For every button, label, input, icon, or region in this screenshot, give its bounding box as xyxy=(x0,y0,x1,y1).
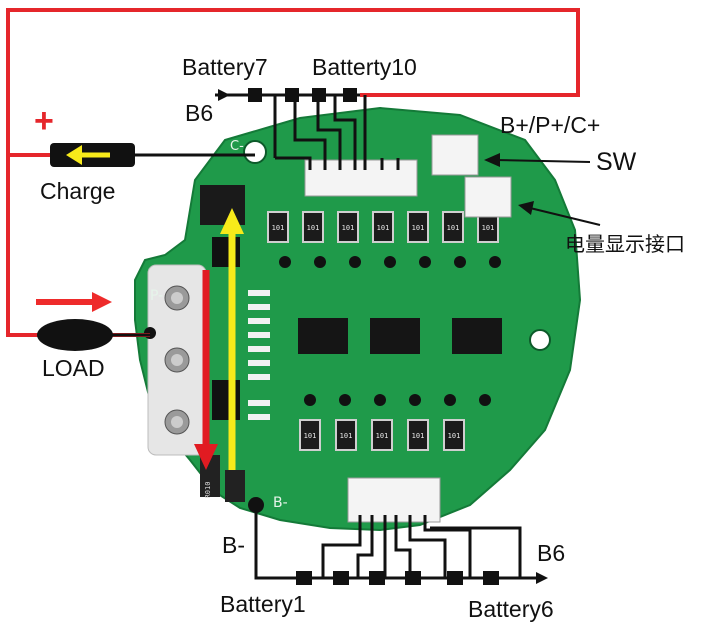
resistor-value-label: 101 xyxy=(377,224,390,232)
battery7-label: Battery7 xyxy=(182,54,268,80)
b6-bottom-arrow xyxy=(536,572,548,584)
resistor-value-label: 101 xyxy=(412,224,425,232)
resistor-value-label: 101 xyxy=(304,432,317,440)
display-connector xyxy=(464,176,512,218)
mosfet xyxy=(212,380,240,420)
mosfet xyxy=(200,185,245,225)
b-minus-silk: B- xyxy=(273,495,288,511)
resistor-value-label: 101 xyxy=(447,224,460,232)
ic-chip xyxy=(452,318,502,354)
smd-resistor xyxy=(267,211,289,243)
shunt-label: R010 xyxy=(204,482,212,499)
charge-connector xyxy=(50,143,135,167)
shunt-resistor xyxy=(225,470,245,502)
red-wiring xyxy=(6,8,580,337)
load-label: LOAD xyxy=(42,355,105,381)
resistor-value-label: 101 xyxy=(307,224,320,232)
smd-resistor xyxy=(299,419,321,451)
discharge-current-arrow xyxy=(194,270,218,470)
b6-bottom-label: B6 xyxy=(537,540,566,566)
load-connector xyxy=(37,319,113,351)
resistor-row-bottom: 101 101 101 101 101 xyxy=(299,419,465,451)
smd-resistor xyxy=(442,211,464,243)
sw-label: SW xyxy=(596,148,637,176)
smd-resistor xyxy=(443,419,465,451)
resistor-value-label: 101 xyxy=(412,432,425,440)
resistor-value-label: 101 xyxy=(272,224,285,232)
resistor-value-label: 101 xyxy=(342,224,355,232)
top-battery-wiring xyxy=(110,93,400,337)
resistor-value-label: 101 xyxy=(340,432,353,440)
smd-resistor xyxy=(337,211,359,243)
resistor-row-top: 101 101 101 101 101 101 101 xyxy=(267,211,499,243)
balance-connector-top xyxy=(304,159,418,197)
mosfet xyxy=(212,237,240,267)
battery6-label: Battery6 xyxy=(468,596,554,622)
battery1-label: Battery1 xyxy=(220,591,306,617)
b6-top-label: B6 xyxy=(185,100,214,126)
bpc-label: B+/P+/C+ xyxy=(500,112,601,138)
battery10-label: Batterty10 xyxy=(312,54,417,80)
smd-resistor xyxy=(407,419,429,451)
ic-chip xyxy=(298,318,348,354)
b-minus-label: B- xyxy=(222,532,245,558)
charge-current-arrow xyxy=(220,208,244,470)
plus-label: + xyxy=(34,102,54,140)
charge-label: Charge xyxy=(40,178,116,204)
resistor-value-label: 101 xyxy=(448,432,461,440)
bottom-battery-wiring xyxy=(254,505,540,580)
smd-resistor xyxy=(407,211,429,243)
sw-connector xyxy=(431,134,479,176)
balance-connector-bottom xyxy=(347,477,441,523)
smd-resistor xyxy=(335,419,357,451)
resistor-value-label: 101 xyxy=(376,432,389,440)
top-battery-cells xyxy=(248,88,357,102)
b6-top-arrow xyxy=(218,89,230,101)
ic-chip xyxy=(370,318,420,354)
c-minus-silk: C- xyxy=(230,139,244,154)
load-direction-arrow xyxy=(36,292,112,312)
resistor-value-label: 101 xyxy=(482,224,495,232)
bottom-battery-cells xyxy=(296,571,499,585)
mounting-hole xyxy=(529,329,551,351)
smd-resistor xyxy=(371,419,393,451)
p-minus-silk: P- xyxy=(150,288,163,304)
screw-terminal xyxy=(164,285,190,435)
smd-resistor xyxy=(302,211,324,243)
display-pointer xyxy=(518,201,601,226)
display-port-label: 电量显示接口 xyxy=(565,232,685,256)
smd-resistor xyxy=(372,211,394,243)
mounting-hole xyxy=(243,140,267,164)
sw-pointer xyxy=(484,153,591,167)
